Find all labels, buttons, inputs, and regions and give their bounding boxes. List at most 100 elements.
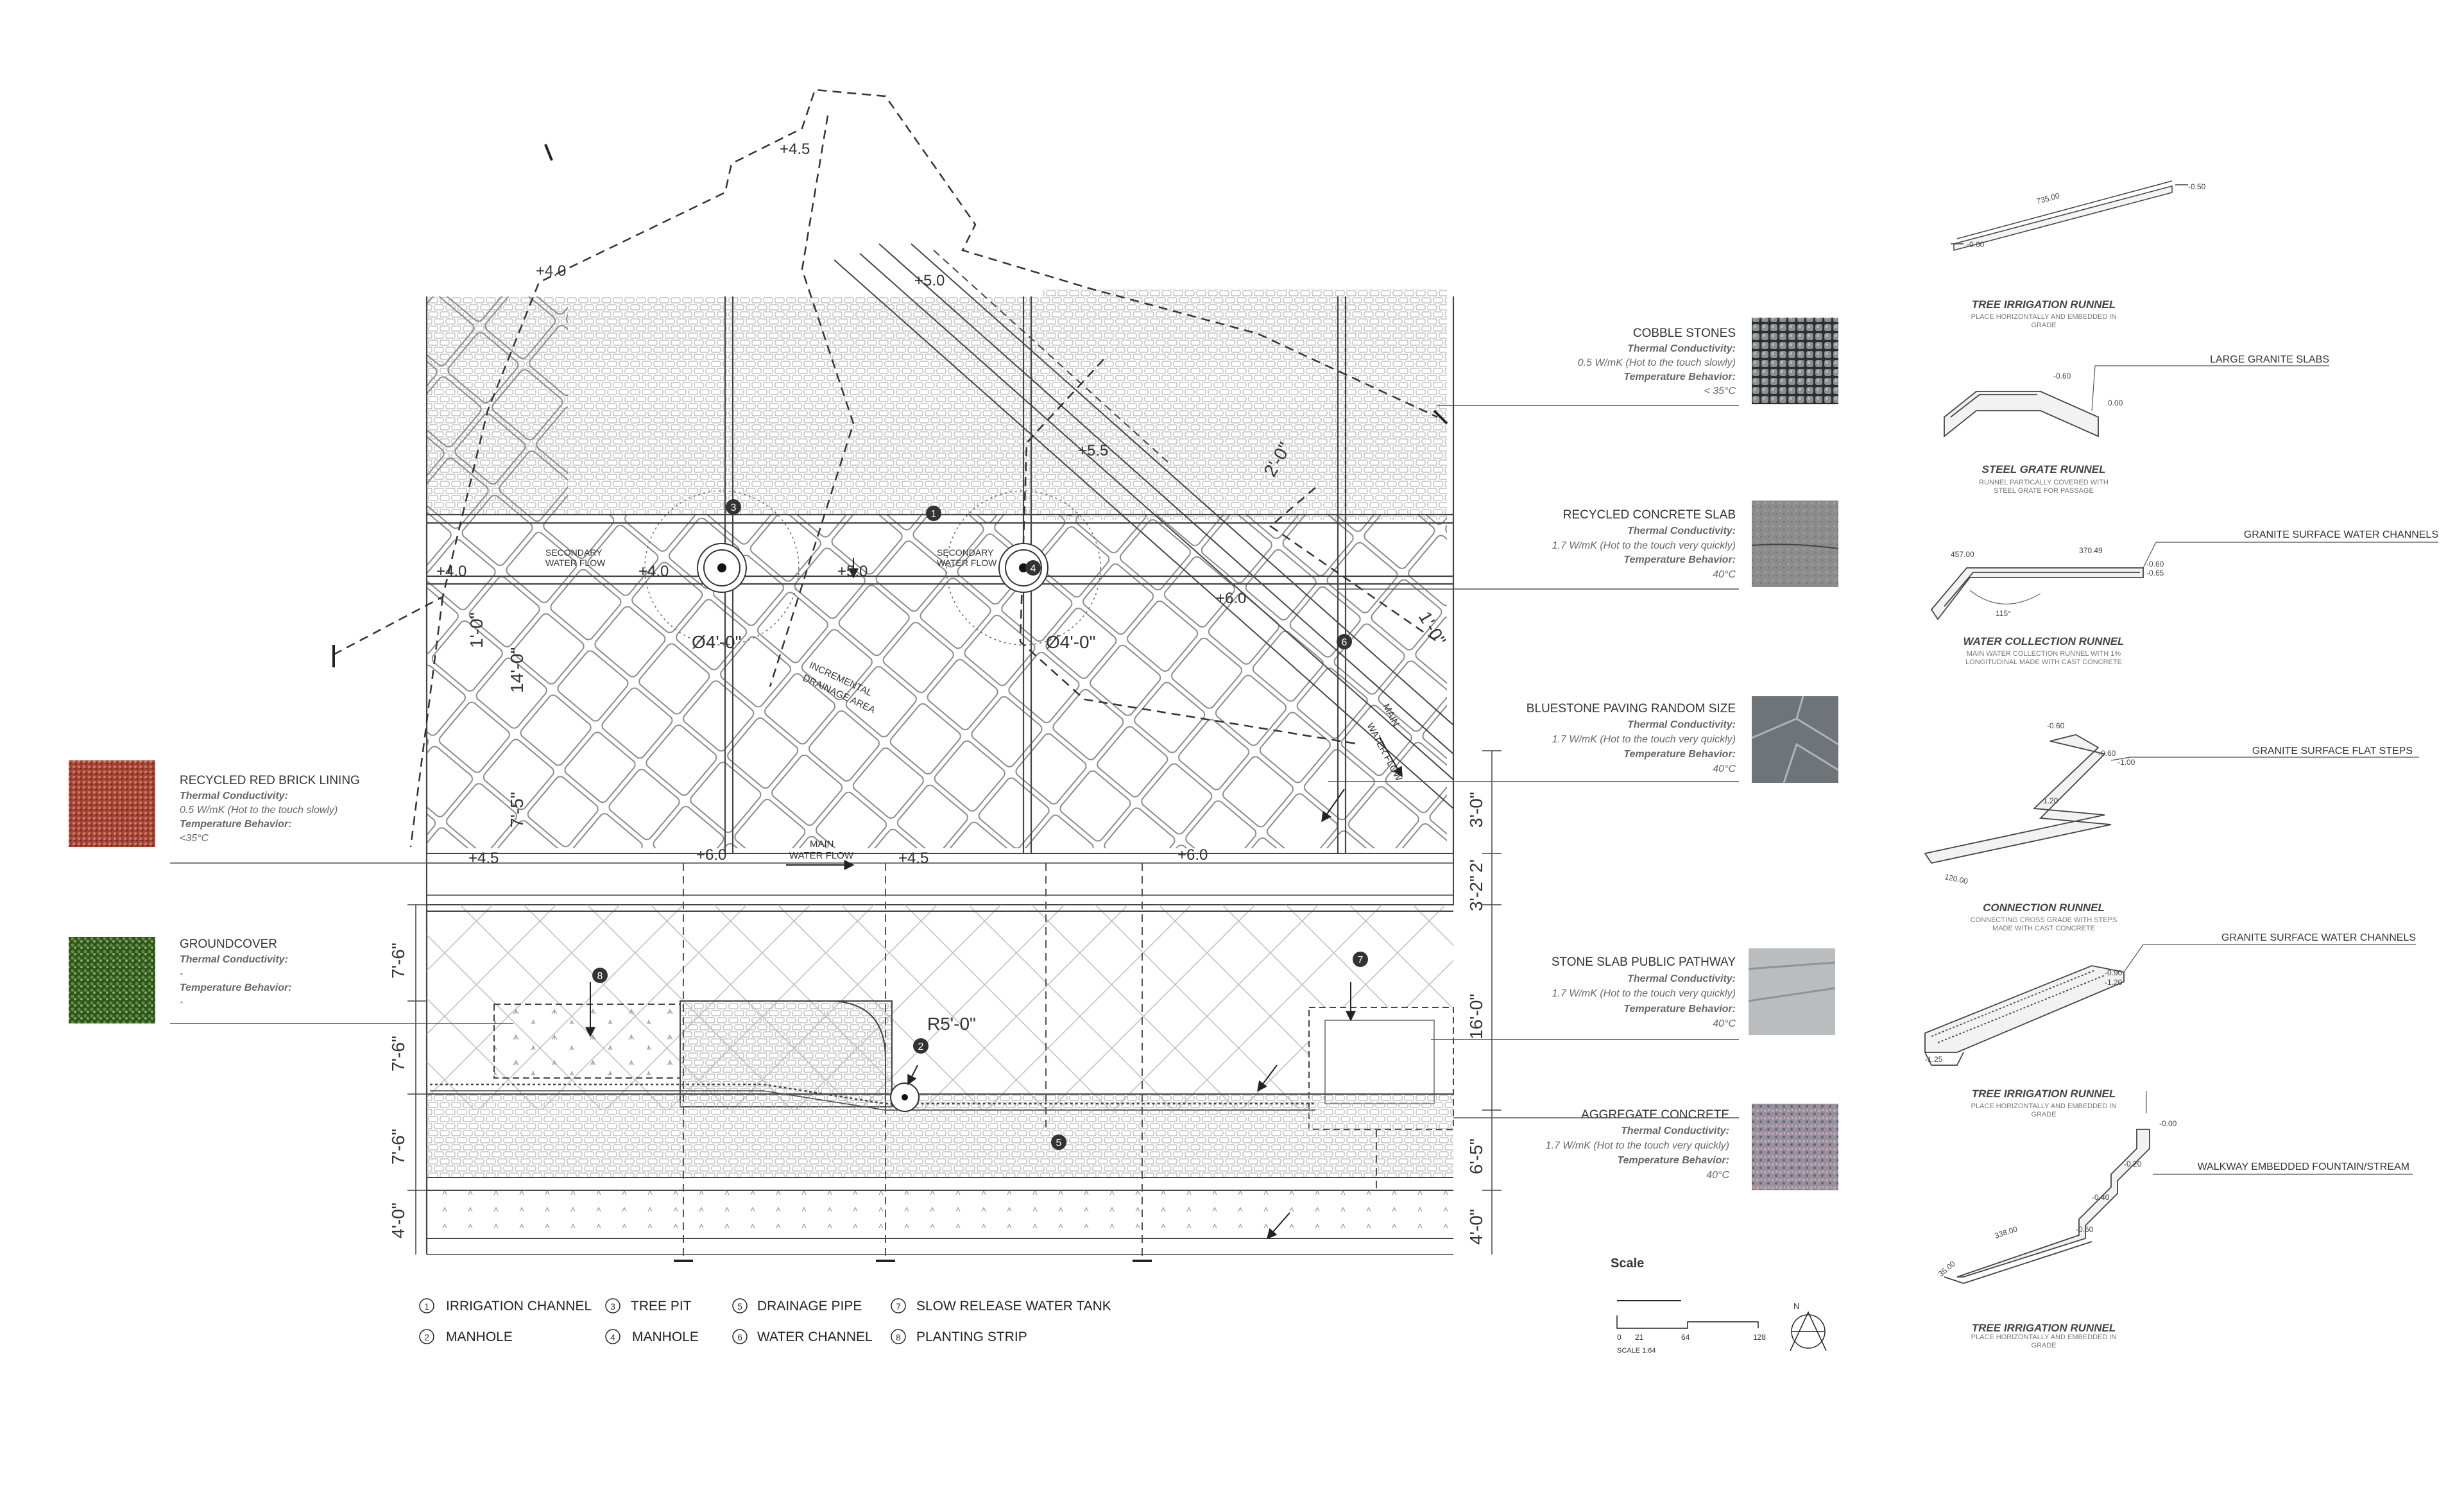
material-cobble-stones: COBBLE STONES Thermal Conductivity: 0.5 … (1437, 318, 1838, 406)
svg-text:RECYCLED RED BRICK LINING: RECYCLED RED BRICK LINING (180, 774, 360, 787)
svg-text:3: 3 (610, 1301, 615, 1312)
runnel-subtitle: MAIN WATER COLLECTION RUNNEL WITH 1% (1967, 650, 2121, 658)
material-recycled-concrete: RECYCLED CONCRETE SLAB Thermal Conductiv… (1338, 501, 1839, 590)
svg-text:<35°C: <35°C (180, 833, 209, 844)
runnel-title: WATER COLLECTION RUNNEL (1964, 635, 2125, 647)
material-swatch-groundcover (69, 937, 155, 1023)
runnel-subtitle: LONGITUDINAL MADE WITH CAST CONCRETE (1965, 658, 2122, 666)
svg-text:-: - (180, 968, 183, 979)
elevation-label: +4.5 (468, 850, 499, 867)
runnel-dim: -0.60 (1967, 240, 1985, 249)
plan-marker: 2 (913, 1038, 928, 1054)
svg-text:1: 1 (424, 1301, 429, 1312)
runnel-title: STEEL GRATE RUNNEL (1982, 463, 2106, 475)
svg-text:2: 2 (424, 1332, 429, 1342)
svg-text:PLANTING STRIP: PLANTING STRIP (916, 1330, 1027, 1344)
dimension-label: 1'-0" (1415, 608, 1450, 649)
runnel-title: TREE IRRIGATION RUNNEL (1972, 1322, 2116, 1334)
plan-diamond-paving (427, 296, 1447, 848)
legend-item: 6 WATER CHANNEL (732, 1329, 873, 1344)
svg-text:Thermal Conductivity:: Thermal Conductivity: (1627, 719, 1736, 730)
elevation-label: +6.0 (1216, 590, 1246, 607)
runnel-subtitle: PLACE HORIZONTALLY AND EMBEDDED IN (1971, 313, 2117, 321)
svg-text:1: 1 (931, 509, 937, 520)
material-red-brick: RECYCLED RED BRICK LINING Thermal Conduc… (69, 760, 475, 864)
svg-text:6: 6 (1342, 637, 1348, 648)
svg-text:Thermal Conductivity:: Thermal Conductivity: (180, 791, 288, 801)
svg-text:< 35°C: < 35°C (1704, 386, 1736, 397)
svg-text:7: 7 (896, 1301, 901, 1312)
elevation-label: +4.0 (536, 262, 566, 280)
material-groundcover: GROUNDCOVER Thermal Conductivity: - Temp… (69, 937, 513, 1024)
svg-text:RECYCLED CONCRETE SLAB: RECYCLED CONCRETE SLAB (1563, 508, 1736, 522)
runnel-subtitle: PLACE HORIZONTALLY AND EMBEDDED IN (1971, 1333, 2117, 1341)
tree-pit-right (946, 490, 1101, 646)
svg-text:AGGREGATE CONCRETE: AGGREGATE CONCRETE (1581, 1108, 1729, 1122)
runnel-dim: 120.00 (1944, 872, 1969, 886)
runnel-dim: -0.90 (2105, 968, 2123, 977)
runnel-callout: GRANITE SURFACE WATER CHANNELS (2221, 932, 2416, 943)
runnel-dim: -0.60 (2098, 749, 2116, 758)
svg-text:SCALE 1:64: SCALE 1:64 (1617, 1347, 1656, 1355)
runnel-subtitle: CONNECTING CROSS GRADE WITH STEPS (1971, 916, 2118, 924)
dimension-label: 1'-0" (466, 612, 486, 648)
dimension-label: 3'-2" (1466, 875, 1486, 911)
elevation-label: +4.5 (898, 850, 928, 867)
dimension-label: 3'-0" (1466, 792, 1486, 828)
svg-text:WATER CHANNEL: WATER CHANNEL (757, 1330, 873, 1344)
material-stone-slab: STONE SLAB PUBLIC PATHWAY Thermal Conduc… (1431, 948, 1836, 1040)
legend-item: 5 DRAINAGE PIPE (732, 1298, 862, 1313)
runnel-detail-2 (1944, 391, 2099, 438)
material-swatch-brick (69, 760, 155, 847)
svg-text:1.7 W/mK (Hot to the touch ver: 1.7 W/mK (Hot to the touch very quickly) (1552, 540, 1736, 551)
runnel-title: TREE IRRIGATION RUNNEL (1972, 298, 2116, 311)
runnel-subtitle: PLACE HORIZONTALLY AND EMBEDDED IN (1971, 1102, 2117, 1110)
svg-text:Temperature Behavior:: Temperature Behavior: (1623, 1004, 1736, 1014)
svg-text:-: - (180, 997, 183, 1007)
runnel-dim: 338.00 (1994, 1224, 2019, 1240)
svg-text:Thermal Conductivity:: Thermal Conductivity: (1627, 343, 1736, 354)
elevation-label: +4.0 (436, 563, 466, 580)
svg-text:4: 4 (610, 1332, 615, 1342)
runnel-dim: -0.60 (2146, 560, 2164, 569)
runnel-dim: -0.60 (2047, 721, 2065, 730)
runnel-subtitle: GRADE (2031, 1111, 2056, 1118)
elevation-label: +5.0 (914, 272, 945, 289)
dimension-label: 4'-0" (1466, 1209, 1486, 1245)
plan-marker: 7 (1353, 952, 1368, 967)
svg-text:5: 5 (1056, 1138, 1062, 1149)
runnel-detail-6 (1944, 1129, 2150, 1284)
svg-text:0.5 W/mK (Hot to the touch slo: 0.5 W/mK (Hot to the touch slowly) (1578, 357, 1736, 368)
svg-text:DRAINAGE PIPE: DRAINAGE PIPE (757, 1299, 862, 1313)
runnel-detail-4 (1924, 734, 2112, 864)
runnel-callout: GRANITE SURFACE WATER CHANNELS (2244, 529, 2438, 540)
svg-text:0: 0 (1617, 1333, 1621, 1342)
flow-note: WATER FLOW (1364, 721, 1404, 783)
svg-text:40°C: 40°C (1713, 764, 1736, 774)
plan-lower-pathway (427, 905, 1454, 1130)
svg-text:6: 6 (737, 1332, 742, 1342)
svg-text:GROUNDCOVER: GROUNDCOVER (180, 937, 277, 951)
flow-note: WATER FLOW (937, 558, 997, 568)
svg-text:COBBLE STONES: COBBLE STONES (1633, 327, 1736, 340)
drainage-pipes-dashed (683, 863, 1377, 1261)
manhole-bottom (890, 1082, 920, 1112)
runnel-dim: -1.00 (2118, 758, 2135, 767)
flow-note: WATER FLOW (545, 558, 606, 568)
runnel-dim: -0.60 (2076, 1225, 2094, 1234)
plan-marker: 1 (926, 506, 941, 521)
svg-text:5: 5 (737, 1301, 742, 1312)
svg-text:N: N (1793, 1301, 1799, 1311)
elevation-label: +5.5 (1078, 442, 1108, 459)
flow-note: SECONDARY (545, 547, 603, 558)
runnel-title: CONNECTION RUNNEL (1983, 902, 2105, 914)
runnel-dim: 457.00 (1951, 550, 1974, 559)
svg-text:8: 8 (896, 1332, 901, 1342)
tick-right (1433, 409, 1448, 425)
dimension-label: 7'-6" (388, 1129, 408, 1165)
runnel-dim: -0.65 (2146, 569, 2164, 578)
runnel-dim: 370.49 (2079, 546, 2103, 555)
